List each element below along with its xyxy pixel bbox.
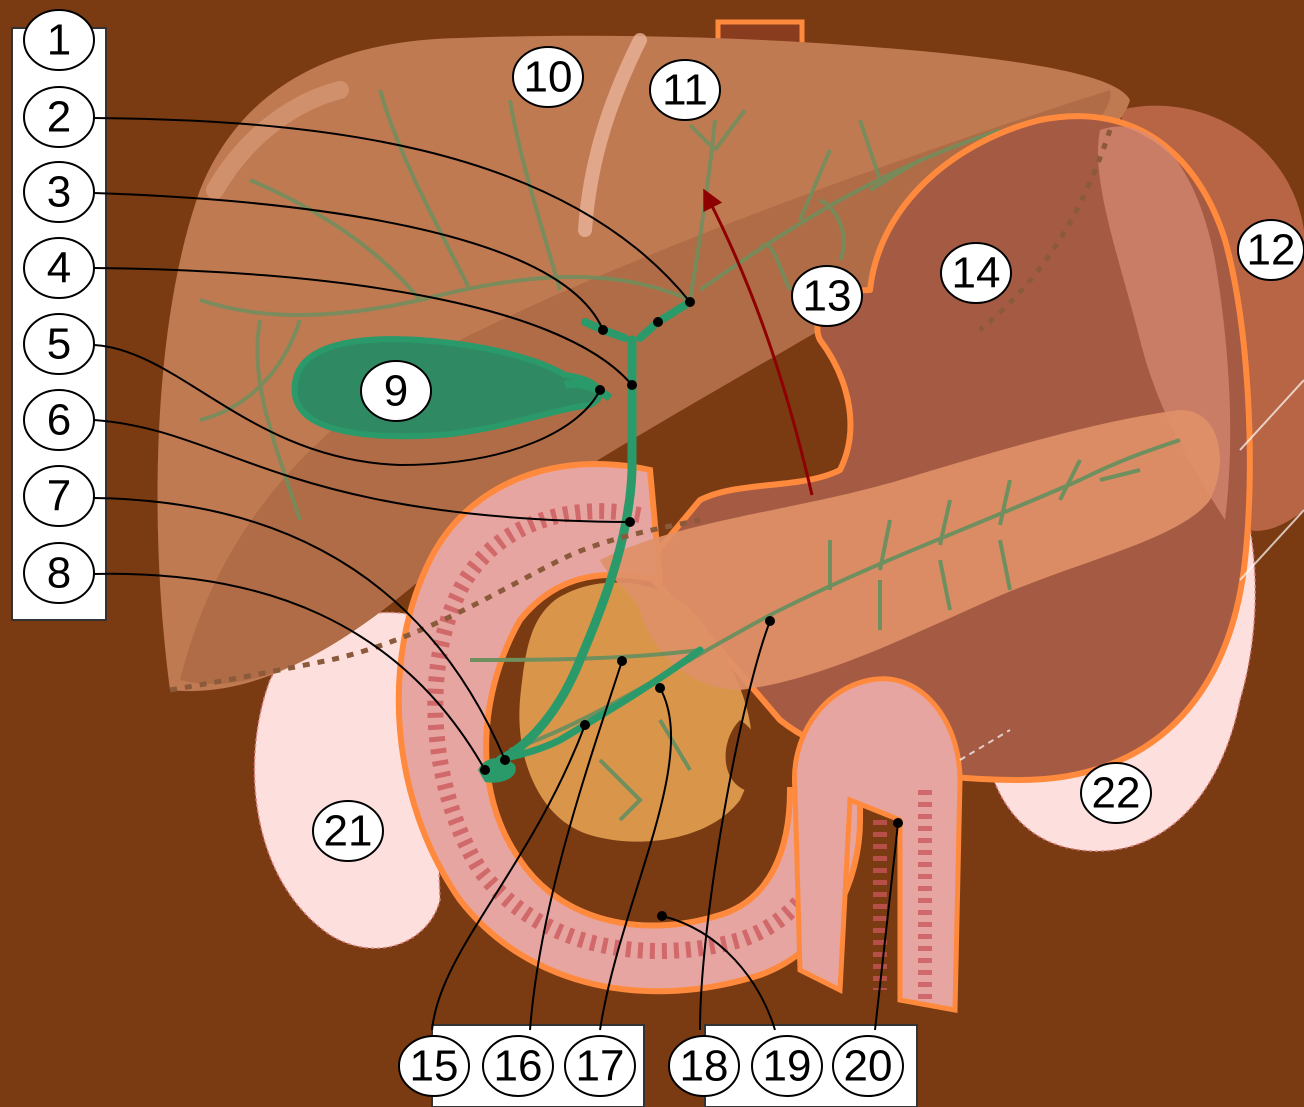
label-18: 18 xyxy=(669,1036,739,1096)
label-15: 15 xyxy=(399,1036,469,1096)
label-12: 12 xyxy=(1238,220,1304,280)
label-7-text: 7 xyxy=(47,472,71,521)
label-9-text: 9 xyxy=(384,367,408,416)
label-12-text: 12 xyxy=(1247,226,1296,275)
label-10: 10 xyxy=(513,47,583,107)
label-17: 17 xyxy=(565,1036,635,1096)
label-18-text: 18 xyxy=(680,1042,729,1091)
label-15-text: 15 xyxy=(410,1042,459,1091)
label-13: 13 xyxy=(792,266,862,326)
label-16-text: 16 xyxy=(494,1042,543,1091)
label-22-text: 22 xyxy=(1092,769,1141,818)
label-3-text: 3 xyxy=(47,168,71,217)
label-7: 7 xyxy=(24,466,94,526)
label-1-text: 1 xyxy=(47,16,71,65)
label-2-text: 2 xyxy=(47,93,71,142)
label-14-text: 14 xyxy=(952,249,1001,298)
label-4: 4 xyxy=(24,238,94,298)
label-1: 1 xyxy=(24,10,94,70)
label-19: 19 xyxy=(752,1036,822,1096)
label-21: 21 xyxy=(313,801,383,861)
label-11-text: 11 xyxy=(662,66,708,115)
label-19-text: 19 xyxy=(763,1042,812,1091)
label-8-text: 8 xyxy=(47,549,71,598)
label-6: 6 xyxy=(24,390,94,450)
label-20-text: 20 xyxy=(844,1042,893,1091)
label-8: 8 xyxy=(24,543,94,603)
label-11: 11 xyxy=(650,60,720,120)
label-3: 3 xyxy=(24,162,94,222)
label-10-text: 10 xyxy=(524,53,573,102)
label-5: 5 xyxy=(24,314,94,374)
label-4-text: 4 xyxy=(47,244,71,293)
label-21-text: 21 xyxy=(324,807,373,856)
label-20: 20 xyxy=(833,1036,903,1096)
label-9: 9 xyxy=(361,361,431,421)
label-13-text: 13 xyxy=(803,272,852,321)
label-17-text: 17 xyxy=(576,1042,625,1091)
label-16: 16 xyxy=(483,1036,553,1096)
label-2: 2 xyxy=(24,87,94,147)
label-5-text: 5 xyxy=(47,320,71,369)
label-22: 22 xyxy=(1081,763,1151,823)
label-6-text: 6 xyxy=(47,396,71,445)
label-14: 14 xyxy=(941,243,1011,303)
